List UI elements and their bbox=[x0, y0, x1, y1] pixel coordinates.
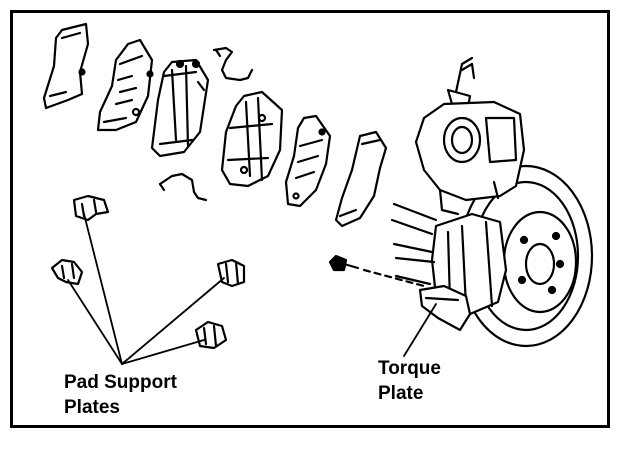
torque-plate-label-line2: Plate bbox=[378, 383, 424, 404]
torque-plate-leader bbox=[403, 303, 437, 357]
hub-lines bbox=[390, 202, 438, 286]
pad-support-plates-label-line1: Pad Support bbox=[64, 372, 177, 393]
anti-squeal-shim-inner bbox=[96, 38, 154, 132]
pad-support-plate-3 bbox=[216, 258, 246, 288]
anti-squeal-shim-outer bbox=[42, 22, 90, 110]
outer-brake-pad bbox=[150, 58, 210, 158]
pad-support-plate-4 bbox=[194, 320, 228, 350]
wire-clip bbox=[158, 172, 208, 202]
pad-wear-indicator bbox=[212, 46, 254, 82]
torque-plate-label-line1: Torque bbox=[378, 358, 441, 379]
pad-support-leaders bbox=[67, 213, 225, 365]
inner-shim-plate bbox=[334, 130, 388, 228]
caliper-bleeder bbox=[446, 56, 476, 110]
pad-support-plate-1 bbox=[72, 194, 110, 222]
inner-anti-squeal-shim bbox=[284, 114, 332, 208]
inner-brake-pad bbox=[220, 90, 284, 188]
pad-support-plates-label-line2: Plates bbox=[64, 397, 120, 418]
caliper-bolt bbox=[328, 254, 426, 288]
brake-caliper bbox=[414, 100, 526, 216]
torque-plate-assembly bbox=[418, 212, 508, 332]
pad-support-plate-2 bbox=[50, 258, 84, 286]
